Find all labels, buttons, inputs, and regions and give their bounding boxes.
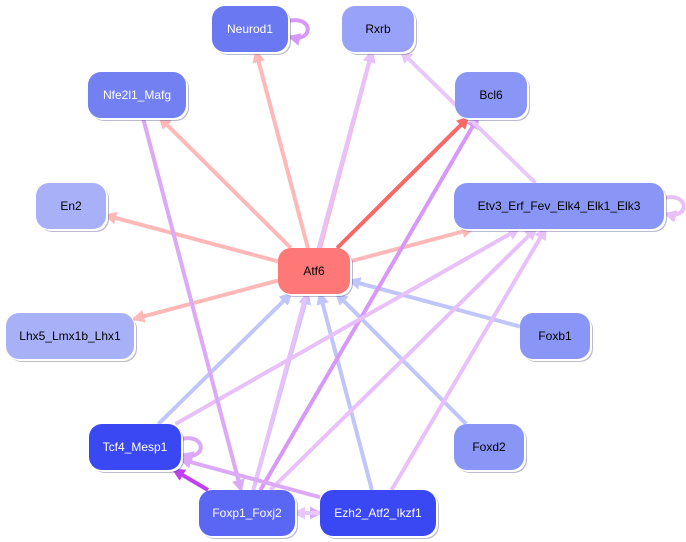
node-label: Foxb1: [538, 329, 572, 343]
edge-ezh2-to-etv3: [389, 226, 548, 492]
edge-nfe2l1_mafg-to-foxp1_foxj2: [141, 117, 245, 493]
edge-tcf4_mesp1-to-etv3: [174, 227, 521, 426]
node-label: Nfe2l1_Mafg: [102, 88, 172, 102]
node-tcf4_mesp1[interactable]: Tcf4_Mesp1: [89, 424, 181, 470]
node-label: Lhx5_Lmx1b_Lhx1: [19, 329, 121, 343]
node-label: Foxd2: [472, 440, 506, 454]
edge-atf6-to-neurod1: [252, 49, 310, 249]
node-label: Atf6: [303, 264, 325, 278]
edge-foxp1_foxj2-to-etv3: [268, 227, 538, 492]
edge-ezh2-to-atf6: [316, 291, 374, 491]
node-label: Neurod1: [226, 22, 274, 36]
node-en2[interactable]: En2: [36, 183, 106, 229]
node-foxb1[interactable]: Foxb1: [520, 313, 590, 359]
node-foxp1_foxj2[interactable]: Foxp1_Foxj2: [199, 490, 295, 536]
edges-layer: [103, 18, 686, 520]
node-label: Rxrb: [365, 22, 391, 36]
node-foxd2[interactable]: Foxd2: [454, 424, 524, 470]
edge-tcf4_mesp1-to-atf6: [156, 292, 293, 426]
node-bcl6[interactable]: Bcl6: [455, 72, 527, 118]
edge-foxp1_foxj2-to-bcl6: [258, 115, 480, 492]
node-label: Bcl6: [479, 88, 503, 102]
edge-atf6-to-lhx5: [131, 278, 279, 323]
node-atf6[interactable]: Atf6: [278, 248, 350, 294]
node-label: Etv3_Erf_Fev_Elk4_Elk1_Elk3: [477, 199, 641, 213]
self-loop-neurod1: [287, 18, 310, 46]
self-loop-etv3: [663, 195, 686, 223]
edge-atf6-to-en2: [103, 211, 279, 264]
edge-ezh2-to-tcf4_mesp1: [178, 456, 321, 500]
edge-atf6-to-etv3: [349, 225, 475, 264]
node-label: En2: [60, 199, 82, 213]
edge-atf6-to-nfe2l1_mafg: [158, 116, 293, 250]
node-neurod1[interactable]: Neurod1: [212, 6, 288, 52]
node-lhx5[interactable]: Lhx5_Lmx1b_Lhx1: [6, 313, 134, 359]
node-label: Ezh2_Atf2_Ikzf1: [334, 506, 422, 520]
self-loop-tcf4_mesp1: [180, 436, 203, 464]
edge-atf6-to-bcl6: [335, 116, 470, 250]
node-etv3[interactable]: Etv3_Erf_Fev_Elk4_Elk1_Elk3: [454, 183, 664, 229]
node-nfe2l1_mafg[interactable]: Nfe2l1_Mafg: [88, 72, 186, 118]
edge-foxb1-to-atf6: [347, 277, 521, 329]
node-rxrb[interactable]: Rxrb: [342, 6, 414, 52]
edge-foxp1_foxj2-to-tcf4_mesp1: [171, 468, 209, 492]
node-label: Tcf4_Mesp1: [102, 440, 168, 454]
node-ezh2[interactable]: Ezh2_Atf2_Ikzf1: [320, 490, 436, 536]
node-label: Foxp1_Foxj2: [212, 506, 282, 520]
